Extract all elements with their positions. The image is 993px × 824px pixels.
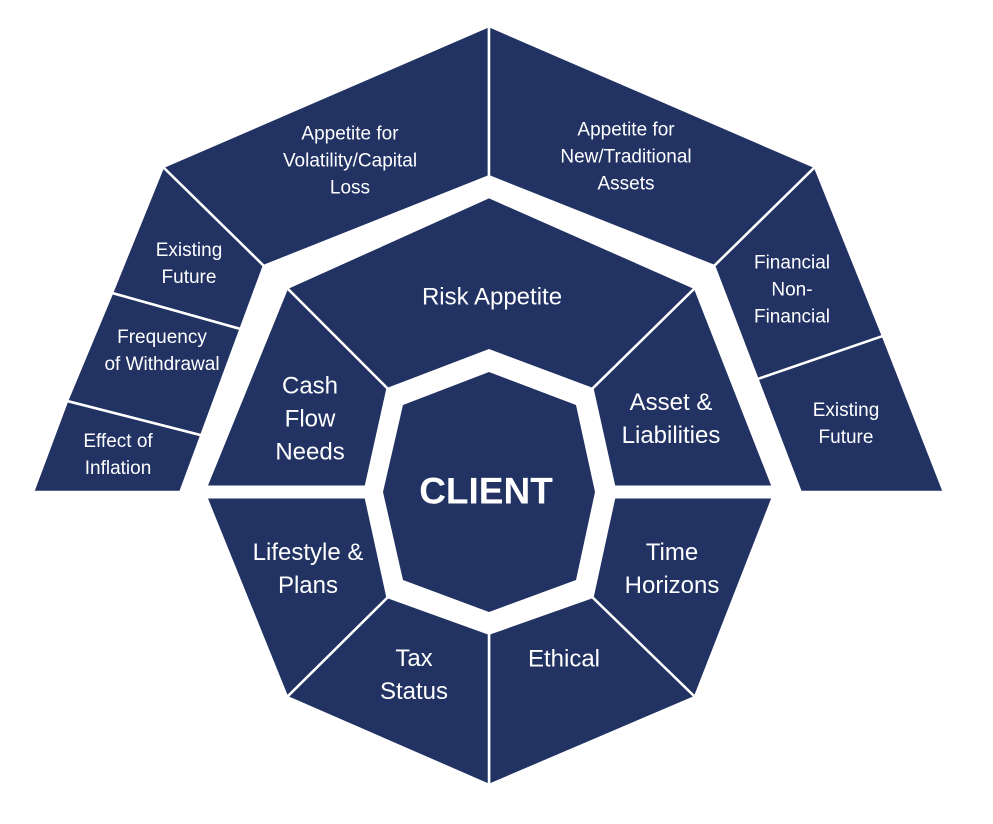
label-line: Assets bbox=[597, 173, 655, 195]
label-line: Ethical bbox=[527, 645, 601, 673]
label-line: Financial bbox=[753, 252, 831, 274]
label-cash-flow-needs: Cash Flow Needs bbox=[275, 370, 344, 469]
label-line: Loss bbox=[329, 177, 371, 199]
label-appetite-volatility: Appetite for Volatility/Capital Loss bbox=[283, 121, 417, 202]
label-line: Flow bbox=[284, 405, 336, 433]
inner-separator-ring bbox=[363, 349, 617, 635]
label-line: Non- bbox=[771, 279, 813, 301]
label-line: New/Traditional bbox=[560, 146, 692, 168]
label-line: Status bbox=[379, 678, 449, 705]
label-line: Cash bbox=[281, 372, 339, 400]
label-effect-inflation: Effect of Inflation bbox=[83, 428, 152, 482]
label-line: Existing bbox=[155, 240, 223, 261]
label-line: Volatility/Capital bbox=[282, 150, 418, 172]
label-appetite-assets: Appetite for New/Traditional Assets bbox=[560, 117, 691, 198]
label-line: Tax bbox=[395, 645, 433, 672]
outer-separator-ring bbox=[176, 175, 805, 499]
label-time-horizons: Time Horizons bbox=[625, 536, 720, 602]
label-line: Horizons bbox=[624, 572, 720, 599]
label-line: Risk Appetite bbox=[421, 283, 563, 311]
label-line: Inflation bbox=[84, 458, 152, 479]
label-assets-liabilities: Asset & Liabilities bbox=[622, 386, 721, 452]
label-line: Needs bbox=[275, 438, 345, 466]
label-line: of Withdrawal bbox=[104, 354, 220, 375]
label-line: Future bbox=[161, 267, 217, 288]
label-existing-future-right: Existing Future bbox=[813, 397, 880, 451]
center-octagon bbox=[383, 372, 595, 612]
label-line: Liabilities bbox=[621, 422, 721, 449]
label-financial-nonfinancial: Financial Non- Financial bbox=[754, 250, 830, 331]
label-line: Financial bbox=[753, 306, 831, 328]
center-label: CLIENT bbox=[419, 470, 553, 512]
label-line: Appetite for bbox=[577, 119, 675, 141]
label-line: Lifestyle & bbox=[252, 539, 364, 566]
label-existing-future-left: Existing Future bbox=[156, 237, 223, 291]
label-line: Time bbox=[645, 539, 699, 566]
label-ethical: Ethical bbox=[528, 643, 600, 676]
label-line: Asset & bbox=[629, 389, 713, 416]
label-line: Plans bbox=[277, 572, 339, 599]
label-line: Future bbox=[818, 427, 874, 448]
label-line: Existing bbox=[812, 400, 880, 421]
label-line: Frequency bbox=[117, 327, 207, 348]
label-line: Appetite for bbox=[301, 123, 399, 145]
label-line: Effect of bbox=[83, 431, 153, 452]
label-tax-status: Tax Status bbox=[380, 642, 448, 708]
label-lifestyle-plans: Lifestyle & Plans bbox=[253, 536, 364, 602]
label-risk-appetite: Risk Appetite bbox=[422, 281, 562, 314]
label-frequency-withdrawal: Frequency of Withdrawal bbox=[104, 324, 219, 378]
